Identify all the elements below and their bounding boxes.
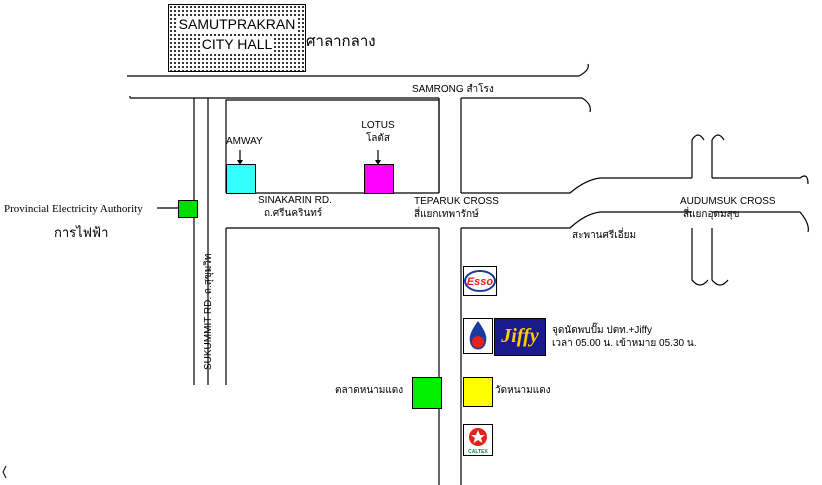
amway-marker: [226, 164, 256, 194]
lotus-label-th: โลตัส: [365, 133, 391, 144]
samrong-road: [127, 63, 589, 77]
city-hall-line1: SAMUTPRAKRAN: [177, 16, 297, 32]
lotus-label-en: LOTUS: [361, 120, 395, 131]
corner-mark: [2, 465, 7, 479]
lotus-marker: [364, 164, 394, 194]
sukhumvit-road: [193, 208, 209, 385]
city-hall-line2: CITY HALL: [200, 36, 274, 52]
sinakarin-label-th: ถ.ศรีนครินทร์: [264, 208, 323, 219]
city-hall-block: SAMUTPRAKRAN CITY HALL: [168, 4, 306, 72]
audumsuk-road-north: [691, 134, 725, 178]
jiffy-logo: Jiffy: [494, 318, 546, 356]
pea-label-th: การไฟฟ้า: [54, 225, 109, 240]
audumsuk-road-south: [691, 228, 729, 286]
audumsuk-label-en: AUDUMSUK CROSS: [680, 196, 776, 207]
ptt-logo: [463, 318, 493, 354]
temple-label: วัดหนามแดง: [495, 385, 551, 396]
esso-logo: Esso: [463, 266, 497, 296]
amway-label: AMWAY: [226, 136, 263, 147]
bridge-label: สะพานศรีเอี่ยม: [572, 230, 637, 241]
city-hall-thai: ศาลากลาง: [306, 33, 376, 50]
sukhumvit-label: SUKUMMIT RD. ถ.สุขุมวิท: [203, 253, 214, 371]
market-label: ตลาดหนามแดง: [335, 385, 404, 396]
lotus-arrow: [375, 160, 381, 165]
audumsuk-label-th: สี่แยกอุดมสุข: [683, 209, 740, 220]
esso-text: Esso: [467, 276, 494, 288]
samrong-road-lower: [130, 97, 591, 113]
samrong-label: SAMRONG สำโรง: [412, 84, 494, 95]
market-marker: [412, 377, 442, 409]
bridge-road: [461, 211, 692, 229]
caltex-logo: CALTEX: [463, 424, 493, 456]
pea-marker: [178, 200, 198, 218]
teparuk-label-en: TEPARUK CROSS: [414, 196, 499, 207]
caltex-text: CALTEX: [468, 449, 488, 455]
meeting-line2: เวลา 05.00 น. เข้าหมาย 05.30 น.: [552, 338, 697, 349]
meeting-line1: จุดนัดพบปั๊ม ปตท.+Jiffy: [552, 325, 652, 336]
pea-label-en: Provincial Electricity Authority: [4, 203, 143, 215]
amway-arrow: [237, 160, 243, 165]
sinakarin-road: [226, 177, 601, 194]
jiffy-text: Jiffy: [501, 325, 539, 347]
temple-marker: [463, 377, 493, 407]
teparuk-road-south: [438, 228, 462, 485]
left-road-upper: [129, 96, 209, 208]
east-road-lower: [712, 211, 809, 233]
teparuk-label-th: สี่แยกเทพารักษ์: [414, 209, 479, 220]
sinakarin-label-en: SINAKARIN RD.: [258, 195, 332, 206]
east-road: [600, 175, 809, 185]
teparuk-road: [438, 98, 462, 193]
